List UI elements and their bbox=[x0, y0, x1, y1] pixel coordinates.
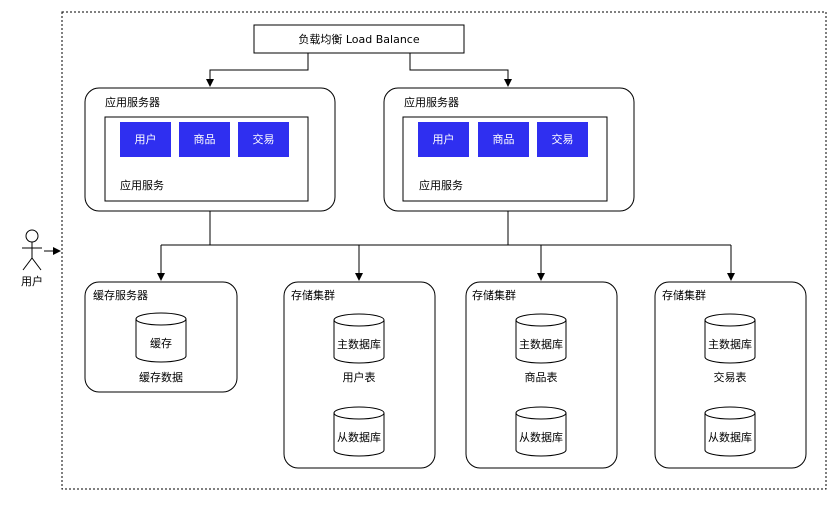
storage-cluster-title: 存储集群 bbox=[472, 288, 516, 302]
storage-cluster-1: 存储集群 主数据库 用户表 从数据库 bbox=[283, 281, 436, 469]
master-db-icon bbox=[515, 313, 567, 364]
backend-connectors bbox=[157, 211, 735, 281]
cache-caption: 缓存数据 bbox=[139, 370, 183, 384]
user-label: 用户 bbox=[21, 274, 43, 288]
module-trade bbox=[537, 122, 588, 157]
slave-db-label: 从数据库 bbox=[337, 430, 381, 444]
cache-server-title: 缓存服务器 bbox=[93, 288, 148, 302]
module-product-label: 商品 bbox=[493, 132, 515, 146]
module-user-label: 用户 bbox=[433, 132, 455, 146]
storage-cluster-2: 存储集群 主数据库 商品表 从数据库 bbox=[465, 281, 618, 469]
slave-db-icon bbox=[704, 406, 756, 457]
master-db-icon bbox=[704, 313, 756, 364]
module-user bbox=[418, 122, 469, 157]
module-user-label: 用户 bbox=[135, 132, 157, 146]
table-caption: 用户表 bbox=[343, 370, 376, 384]
master-db-label: 主数据库 bbox=[337, 337, 381, 351]
master-db-label: 主数据库 bbox=[708, 337, 752, 351]
module-product bbox=[179, 122, 230, 157]
module-trade-label: 交易 bbox=[552, 132, 574, 146]
system-boundary bbox=[61, 11, 827, 490]
app-server-1: 应用服务器 用户 商品 交易 应用服务 bbox=[84, 87, 336, 212]
slave-db-label: 从数据库 bbox=[708, 430, 752, 444]
slave-db-label: 从数据库 bbox=[519, 430, 563, 444]
storage-cluster-3: 存储集群 主数据库 交易表 从数据库 bbox=[654, 281, 807, 469]
slave-db-icon bbox=[515, 406, 567, 457]
module-trade bbox=[238, 122, 289, 157]
table-caption: 交易表 bbox=[714, 370, 747, 384]
cache-db-icon bbox=[135, 312, 187, 363]
app-server-title: 应用服务器 bbox=[404, 95, 459, 109]
table-caption: 商品表 bbox=[525, 370, 558, 384]
load-balancer: 负载均衡 Load Balance bbox=[253, 24, 465, 54]
module-product bbox=[478, 122, 529, 157]
user-actor bbox=[22, 229, 42, 271]
slave-db-icon bbox=[333, 406, 385, 457]
app-service-label: 应用服务 bbox=[419, 178, 463, 192]
module-product-label: 商品 bbox=[194, 132, 216, 146]
module-user bbox=[120, 122, 171, 157]
user-icon bbox=[25, 229, 39, 243]
cache-db-label: 缓存 bbox=[150, 336, 172, 350]
cache-server: 缓存服务器 缓存 缓存数据 bbox=[84, 281, 238, 393]
storage-cluster-title: 存储集群 bbox=[662, 288, 706, 302]
load-balancer-label: 负载均衡 Load Balance bbox=[298, 32, 419, 46]
master-db-icon bbox=[333, 313, 385, 364]
master-db-label: 主数据库 bbox=[519, 337, 563, 351]
module-trade-label: 交易 bbox=[253, 132, 275, 146]
lb-connectors bbox=[206, 53, 512, 87]
storage-cluster-title: 存储集群 bbox=[291, 288, 335, 302]
app-server-2: 应用服务器 用户 商品 交易 应用服务 bbox=[383, 87, 635, 212]
app-server-title: 应用服务器 bbox=[105, 95, 160, 109]
app-service-label: 应用服务 bbox=[120, 178, 164, 192]
